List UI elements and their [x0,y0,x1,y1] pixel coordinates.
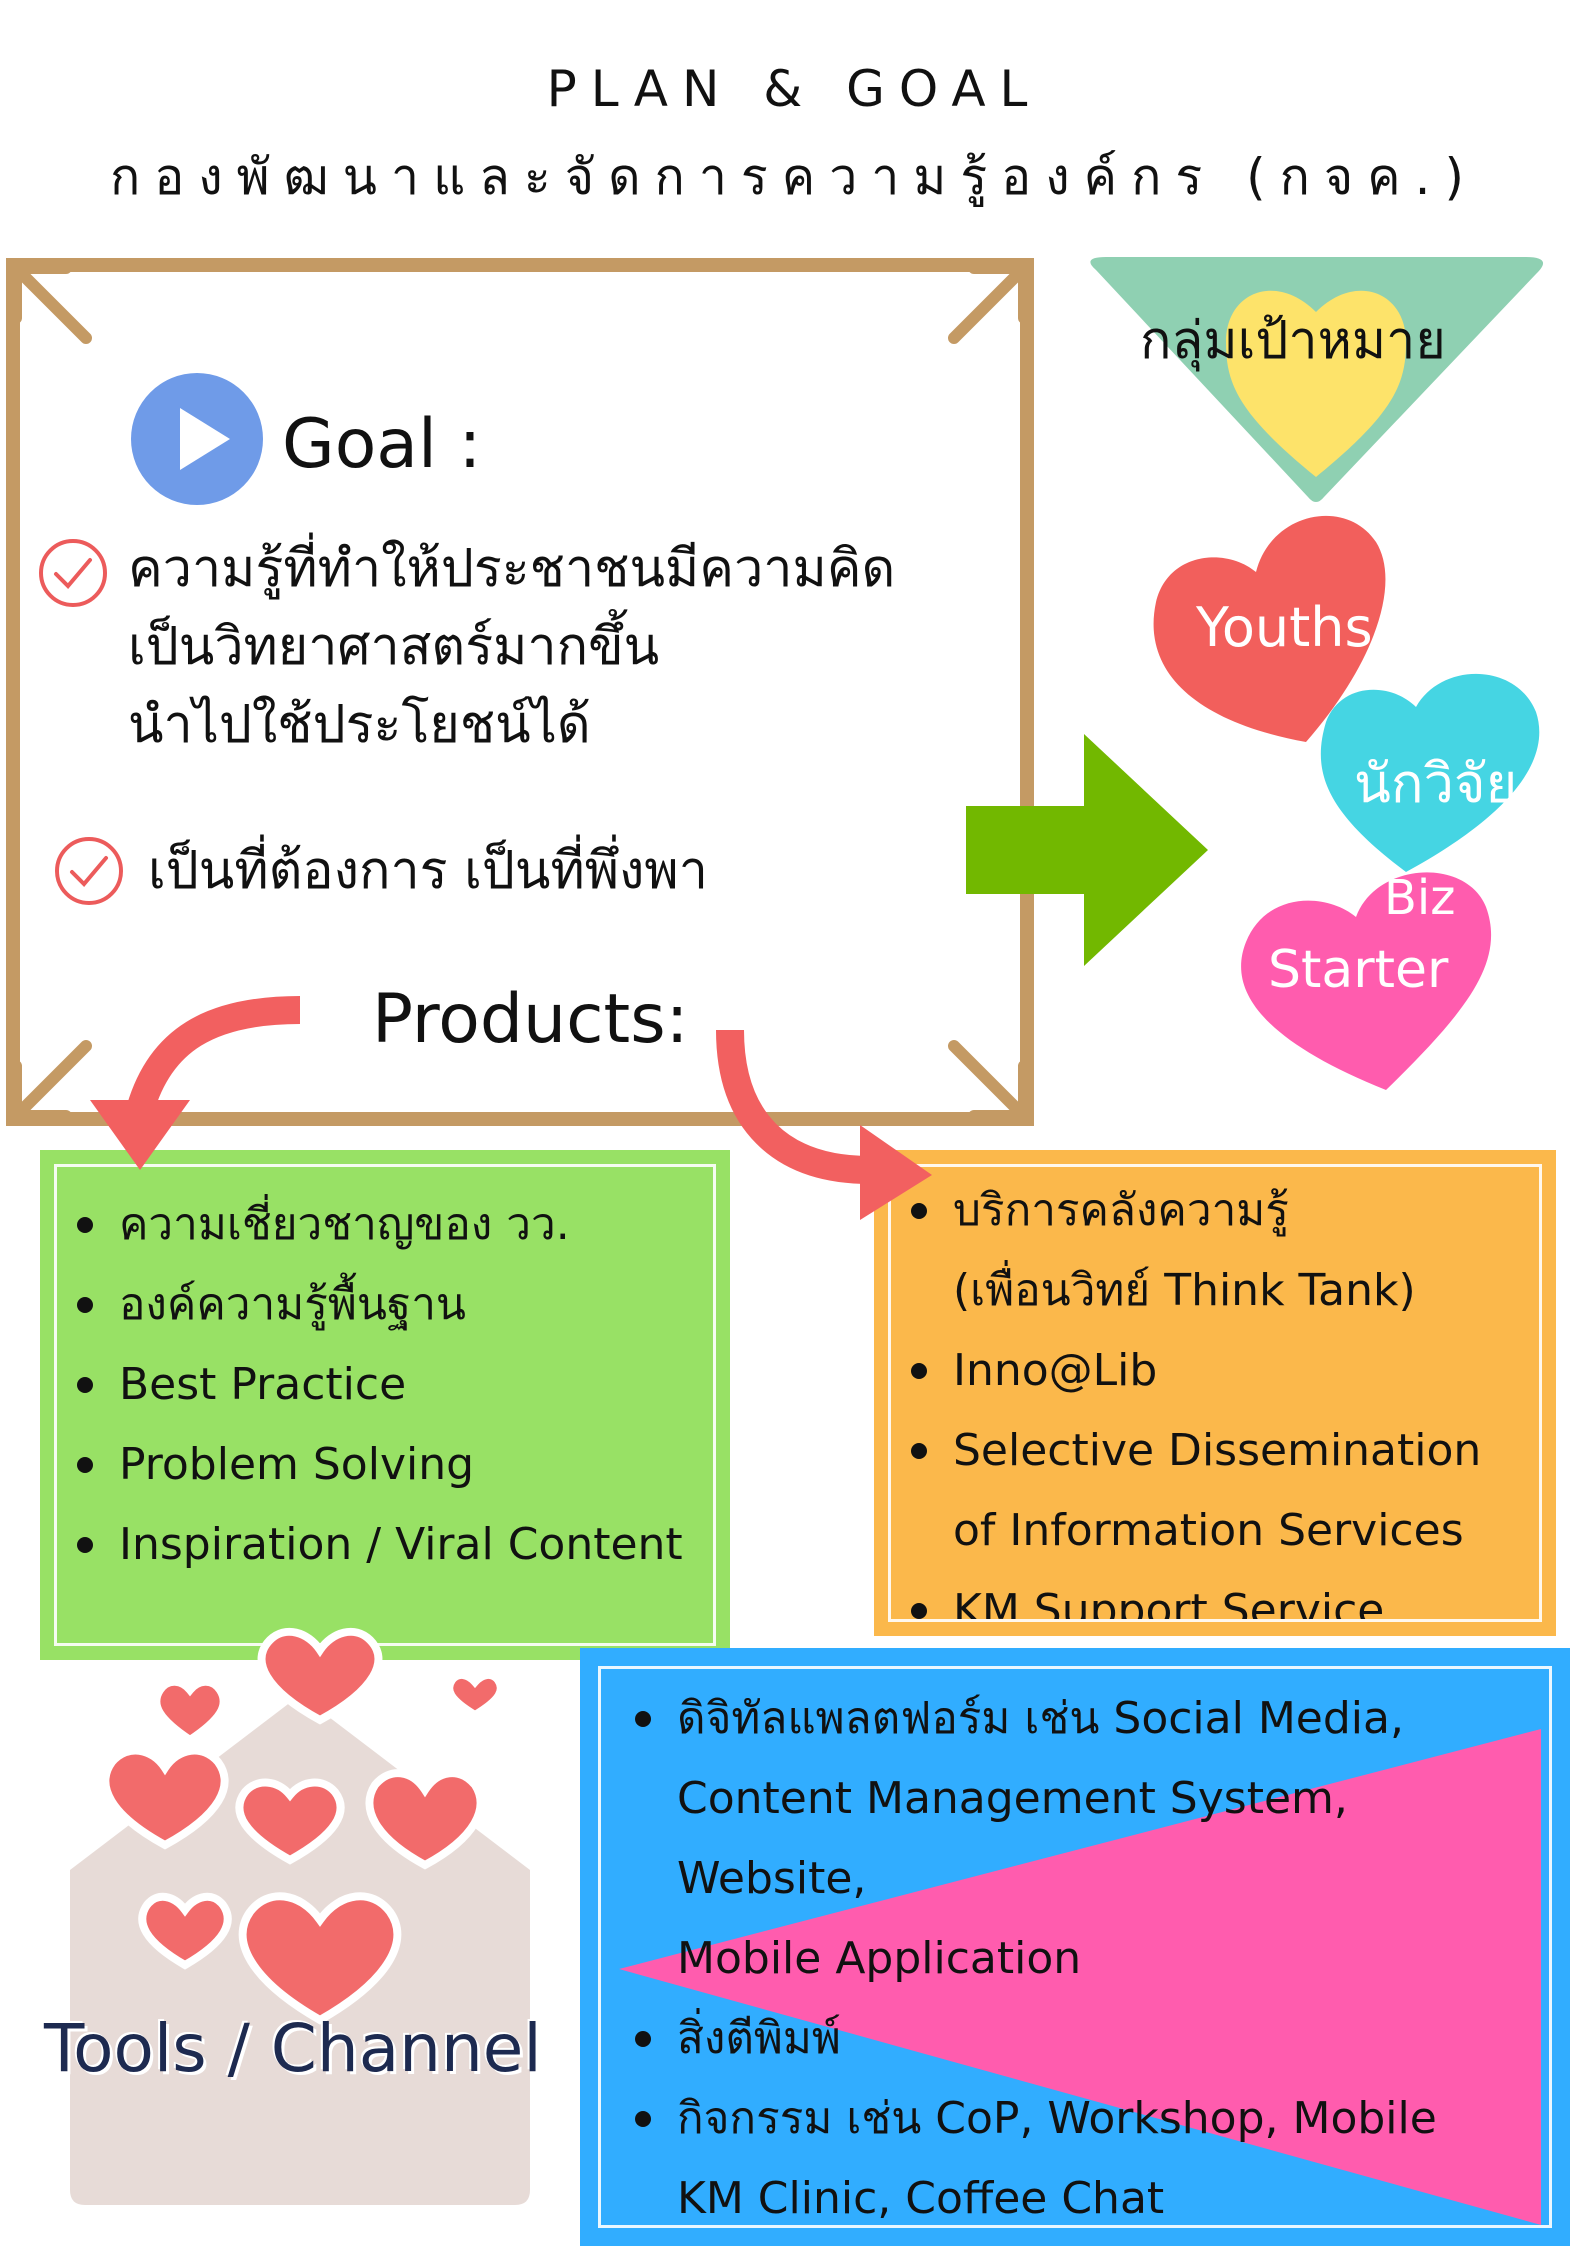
products-left-item-5: Inspiration / Viral Content [119,1519,683,1570]
products-right-item-4: KM Support Service [953,1585,1385,1622]
products-right-item-1-line-1: บริการคลังความรู้ [953,1185,1289,1236]
list-item: องค์ความรู้พื้นฐาน [71,1265,699,1345]
bullet-icon [635,2111,651,2127]
bullet-icon [77,1537,93,1553]
bullet-icon [911,1443,927,1459]
target-group-biz: Biz [1384,870,1456,926]
curved-arrow-right-icon [716,1029,932,1220]
corner-arrow-top-right [948,262,1030,344]
products-right-item-1-line-2: (เพื่อนวิทย์ Think Tank) [953,1265,1416,1316]
heart-cyan-icon [1320,673,1540,872]
bullet-icon [911,1363,927,1379]
heart-icon [152,1677,228,1745]
heart-icon [257,1627,383,1725]
products-left-item-2: องค์ความรู้พื้นฐาน [119,1279,466,1330]
products-left-item-3: Best Practice [119,1359,407,1410]
list-item: บริการคลังความรู้ [905,1171,1525,1251]
target-group-starter: Starter [1268,940,1449,1000]
list-item: Inspiration / Viral Content [71,1505,699,1585]
bullet-icon [77,1377,93,1393]
target-graphic [1090,257,1544,1090]
bullet-icon [911,1603,927,1619]
list-item-continuation: (เพื่อนวิทย์ Think Tank) [905,1251,1525,1331]
list-item: ดิจิทัลแพลตฟอร์ม เช่น Social Media, [629,1679,1521,1759]
heart-icon [445,1671,505,1720]
tools-box: ดิจิทัลแพลตฟอร์ม เช่น Social Media, Cont… [580,1648,1570,2246]
list-item: กิจกรรม เช่น CoP, Workshop, Mobile [629,2079,1521,2159]
corner-arrow-top-left [10,262,92,344]
goal-item-1: ความรู้ที่ทำให้ประชาชนมีความคิด เป็นวิทย… [128,530,895,764]
goal-item-1-line-3: นำไปใช้ประโยชน์ได้ [128,695,591,755]
list-item-continuation: Content Management System, Website, [629,1759,1521,1919]
play-icon [131,373,263,505]
arrow-right-icon [966,734,1208,966]
heart-icon [235,1778,345,1865]
list-item: Inno@Lib [905,1331,1525,1411]
tools-item-1-line-3: Mobile Application [677,1933,1082,1984]
list-item: ความเชี่ยวชาญของ วว. [71,1185,699,1265]
goal-frame [6,258,1034,1126]
heart-icon [238,1892,402,2025]
tools-item-3-line-1: กิจกรรม เช่น CoP, Workshop, Mobile [677,2093,1437,2144]
list-item: สิ่งตีพิมพ์ [629,1999,1521,2079]
page-title-en: PLAN & GOAL [546,60,1042,118]
products-right-box: บริการคลังความรู้ (เพื่อนวิทย์ Think Tan… [874,1150,1556,1636]
bullet-icon [77,1217,93,1233]
heart-icon [365,1769,485,1870]
list-item: Problem Solving [71,1425,699,1505]
bullet-icon [635,2031,651,2047]
goal-label: Goal : [282,405,482,484]
tools-item-1-line-2: Content Management System, Website, [677,1773,1348,1904]
tools-item-2: สิ่งตีพิมพ์ [677,2013,841,2064]
target-label: กลุ่มเป้าหมาย [1140,311,1446,371]
page-title-th: กองพัฒนาและจัดการความรู้องค์กร (กจค.) [109,148,1479,206]
bullet-icon [911,1203,927,1219]
goal-item-1-line-2: เป็นวิทยาศาสตร์มากขึ้น [128,617,660,677]
list-item-continuation: KM Clinic, Coffee Chat [629,2159,1521,2225]
heart-pink-icon [1241,872,1492,1090]
products-left-item-4: Problem Solving [119,1439,475,1490]
list-item: KM Support Service [905,1571,1525,1622]
products-right-item-2: Inno@Lib [953,1345,1158,1396]
heart-yellow-icon [1226,290,1406,477]
target-group-researchers: นักวิจัย [1354,752,1518,815]
goal-item-1-line-1: ความรู้ที่ทำให้ประชาชนมีความคิด [128,539,896,599]
heart-icon [101,1746,229,1850]
list-item-continuation: Mobile Application [629,1919,1521,1999]
envelope-hearts-illustration [70,1627,530,2205]
heart-red-icon [1153,515,1386,742]
frame-corner-arrows [10,262,1030,1122]
products-right-item-3-line-2: of Information Services [953,1505,1464,1556]
list-item: Selective Dissemination [905,1411,1525,1491]
target-group-youths: Youths [1196,596,1373,659]
heart-icon [138,1892,232,1970]
products-left-item-1: ความเชี่ยวชาญของ วว. [119,1199,570,1250]
tools-item-1-line-1: ดิจิทัลแพลตฟอร์ม เช่น Social Media, [677,1693,1404,1744]
pink-triangle-decoration [619,1729,1541,2225]
corner-arrow-bottom-left [10,1040,92,1122]
tools-label: Tools / Channel [44,2010,542,2087]
bullet-icon [635,1711,651,1727]
list-item-continuation: of Information Services [905,1491,1525,1571]
check-circle-icon [55,837,123,905]
bullet-icon [77,1297,93,1313]
goal-item-2: เป็นที่ต้องการ เป็นที่พึ่งพา [148,832,708,910]
tools-item-3-line-2: KM Clinic, Coffee Chat [677,2173,1165,2224]
curved-arrow-left-icon [90,996,301,1170]
products-label: Products: [372,980,689,1059]
goal-item-2-line-1: เป็นที่ต้องการ เป็นที่พึ่งพา [148,841,708,901]
bullet-icon [77,1457,93,1473]
corner-arrow-bottom-right [948,1040,1030,1122]
list-item: Best Practice [71,1345,699,1425]
products-left-box: ความเชี่ยวชาญของ วว. องค์ความรู้พื้นฐาน … [40,1150,730,1660]
products-right-item-3-line-1: Selective Dissemination [953,1425,1482,1476]
check-circle-icon [39,539,107,607]
